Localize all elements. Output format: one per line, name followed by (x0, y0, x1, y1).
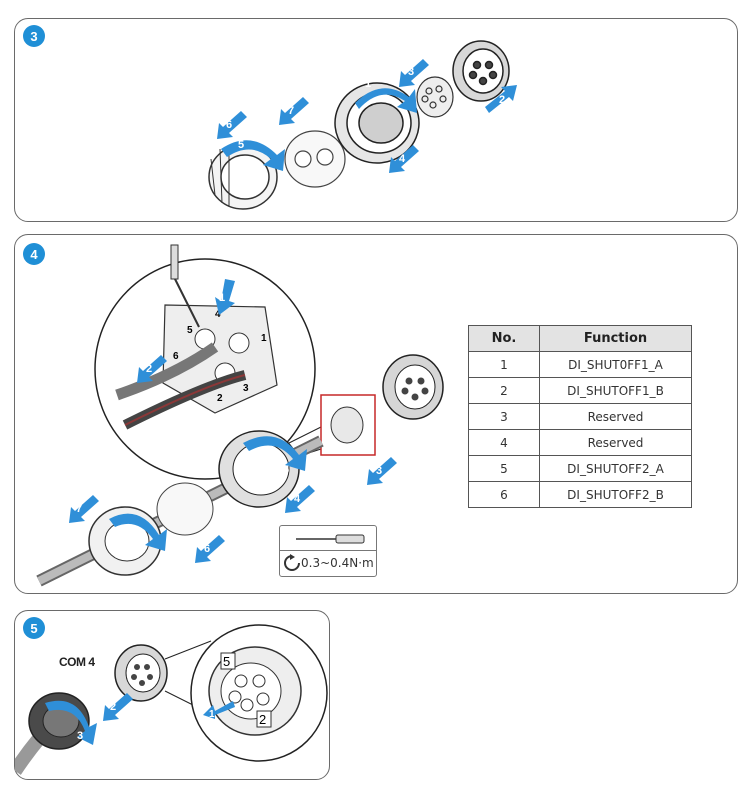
step-4-illustration: 4 5 6 1 2 3 (36, 244, 444, 587)
step-3-arrow-3: 3 (399, 59, 429, 87)
svg-text:4: 4 (215, 309, 221, 320)
pin-insert-part (416, 76, 454, 118)
step-3-badge: 3 (23, 25, 45, 47)
cell-function: DI_SHUTOFF1_B (539, 377, 692, 404)
step-4-arrow-1: 1 (215, 279, 235, 315)
pin-detail-zoom: 5 2 (164, 624, 328, 762)
front-connector-part (114, 644, 168, 702)
step-5-arrow-2: 2 (103, 693, 133, 721)
step-3-arrow-7: 7 (279, 97, 309, 125)
svg-text:4: 4 (294, 493, 301, 505)
gland-nut-part (208, 144, 278, 210)
front-connector-part (382, 354, 444, 420)
wiring-detail-zoom: 4 5 6 1 2 3 (94, 244, 322, 480)
cell-no: 4 (468, 429, 540, 456)
svg-text:6: 6 (173, 351, 179, 362)
pin-label-2: 2 (259, 712, 266, 727)
svg-text:8: 8 (139, 544, 145, 556)
step-5-illustration: 5 2 1 2 3 (15, 624, 328, 775)
seal-ring-part (156, 482, 214, 536)
svg-text:2: 2 (499, 94, 505, 106)
svg-text:1: 1 (365, 78, 371, 90)
rotate-clockwise-icon (284, 554, 300, 571)
cell-no: 3 (468, 403, 540, 430)
cell-no: 1 (468, 351, 540, 378)
svg-text:1: 1 (219, 292, 225, 304)
step-3-illustration: 1 2 3 4 5 6 7 (208, 40, 517, 210)
svg-text:2: 2 (146, 363, 152, 375)
front-connector-part (452, 40, 510, 102)
svg-text:5: 5 (187, 325, 193, 336)
svg-text:5: 5 (238, 139, 244, 151)
svg-text:7: 7 (288, 105, 294, 117)
torque-value: 0.3~0.4N·m (301, 556, 374, 570)
step-4-arrow-5: 5 (243, 436, 307, 476)
svg-text:1: 1 (261, 333, 267, 344)
svg-text:3: 3 (243, 383, 249, 394)
step-5-badge: 5 (23, 617, 45, 639)
step-5-arrow-1: 1 (203, 701, 235, 720)
svg-text:3: 3 (77, 730, 83, 742)
step-4-arrow-4: 4 (285, 485, 315, 513)
step-4-arrow-6: 6 (195, 535, 225, 563)
cell-no: 6 (468, 481, 540, 508)
cell-no: 5 (468, 455, 540, 482)
table-header-row: No. Function (468, 325, 692, 352)
step-4-panel: 4 4 5 6 1 2 3 (14, 234, 738, 594)
terminal-highlight-box (320, 394, 376, 456)
header-function: Function (539, 325, 692, 352)
connector-housing-part (334, 82, 420, 164)
svg-text:7: 7 (76, 503, 82, 515)
step-3-arrow-2: 2 (485, 85, 517, 113)
step-4-badge: 4 (23, 243, 45, 265)
step-4-arrow-8: 8 (109, 513, 167, 556)
seal-ring-part (284, 130, 346, 188)
step-4-arrow-2: 2 (137, 355, 167, 383)
torque-spec-box: 0.3~0.4N·m (279, 525, 377, 577)
svg-text:6: 6 (226, 119, 232, 131)
svg-text:5: 5 (283, 464, 289, 476)
cell-function: DI_SHUT0FF1_A (539, 351, 692, 378)
cell-function: DI_SHUTOFF2_A (539, 455, 692, 482)
svg-text:3: 3 (376, 465, 382, 477)
svg-text:6: 6 (204, 543, 210, 555)
svg-text:2: 2 (110, 701, 116, 713)
step-4-arrow-7: 7 (69, 495, 99, 523)
svg-text:1: 1 (209, 709, 215, 720)
step-3-arrow-5: 5 (221, 139, 285, 171)
step-3-arrow-1: 1 (355, 78, 417, 113)
cell-function: Reserved (539, 403, 692, 430)
step-3-arrow-4: 4 (389, 145, 419, 173)
step-3-panel: 3 (14, 18, 738, 222)
cell-function: Reserved (539, 429, 692, 456)
cell-function: DI_SHUTOFF2_B (539, 481, 692, 508)
screwdriver-icon (296, 534, 365, 544)
header-no: No. (468, 325, 540, 352)
pin-label-5: 5 (223, 654, 230, 669)
svg-text:2: 2 (217, 393, 223, 404)
svg-text:3: 3 (408, 66, 414, 78)
step-5-arrow-3: 3 (45, 700, 97, 745)
step-3-arrow-6: 6 (217, 111, 247, 139)
svg-text:4: 4 (399, 153, 406, 165)
cell-no: 2 (468, 377, 540, 404)
step-5-panel: 5 COM 4 5 (14, 610, 330, 780)
com-port-label: COM 4 (59, 655, 95, 669)
step-4-arrow-3: 3 (367, 457, 397, 485)
